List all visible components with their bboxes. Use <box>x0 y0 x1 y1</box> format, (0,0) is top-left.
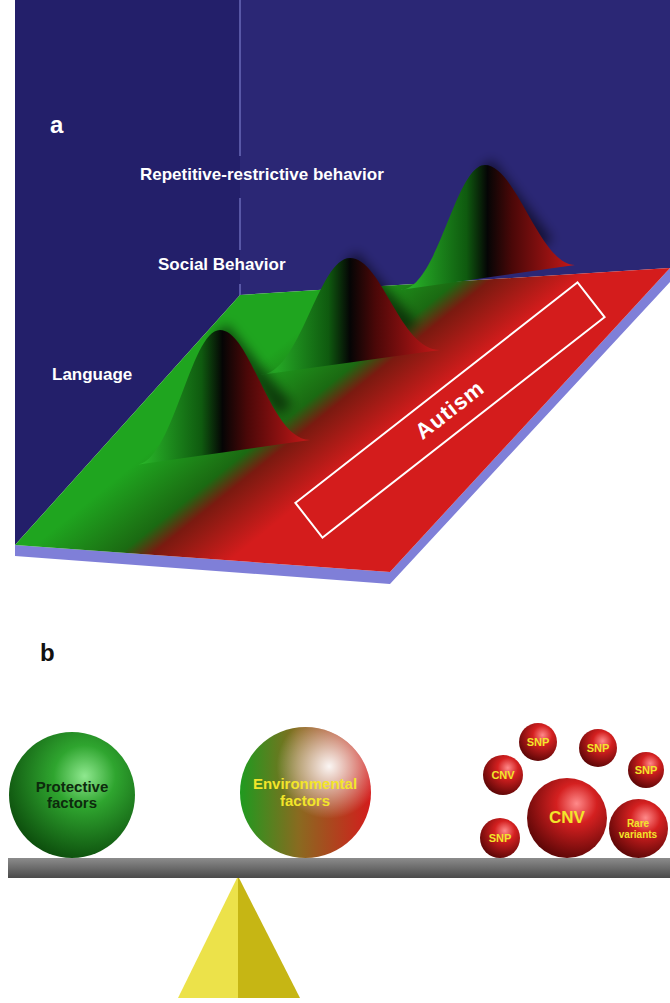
node-text: Protective factors <box>22 779 122 812</box>
node-text: CNV <box>491 769 514 781</box>
wall-corner <box>239 284 241 295</box>
genetic-sphere: SNP <box>628 752 664 788</box>
axis-label: Social Behavior <box>158 256 286 275</box>
peak-shape <box>260 258 440 375</box>
sphere-highlight <box>240 727 371 858</box>
balance-beam <box>8 858 670 878</box>
sphere-body <box>9 732 135 858</box>
peak-shape <box>135 330 310 465</box>
node-text: SNP <box>489 832 512 844</box>
sphere-body <box>527 778 607 858</box>
panel-letter: b <box>40 640 55 666</box>
genetic-sphere: SNP <box>480 818 520 858</box>
axis-label: Repetitive-restrictive behavior <box>140 166 384 185</box>
node-text: SNP <box>527 736 550 748</box>
sphere-body <box>628 752 664 788</box>
sphere-body <box>480 818 520 858</box>
sphere-body <box>609 799 668 858</box>
genetic-sphere: SNP <box>579 729 617 767</box>
environment-sphere: Environmental factors <box>240 727 371 858</box>
sphere-body <box>483 755 523 795</box>
genetic-sphere: CNV <box>483 755 523 795</box>
wall-corner <box>239 0 241 156</box>
fulcrum <box>238 876 300 998</box>
fulcrum <box>178 876 238 998</box>
genetic-sphere: CNV <box>527 778 607 858</box>
peak-shape <box>400 165 575 290</box>
node-text: CNV <box>549 809 585 828</box>
back-wall <box>240 0 670 295</box>
axis-label: Language <box>52 366 132 385</box>
node-text: Environmental factors <box>246 776 364 809</box>
node-text: Rare variants <box>615 818 661 840</box>
genetic-sphere: Rare variants <box>609 799 668 858</box>
node-text: SNP <box>587 742 610 754</box>
node-text: SNP <box>635 764 658 776</box>
sphere-body <box>240 727 371 858</box>
wall-corner <box>239 198 241 250</box>
protective-sphere: Protective factors <box>9 732 135 858</box>
sphere-body <box>579 729 617 767</box>
genetic-sphere: SNP <box>519 723 557 761</box>
panel-letter: a <box>50 112 63 138</box>
sphere-body <box>519 723 557 761</box>
